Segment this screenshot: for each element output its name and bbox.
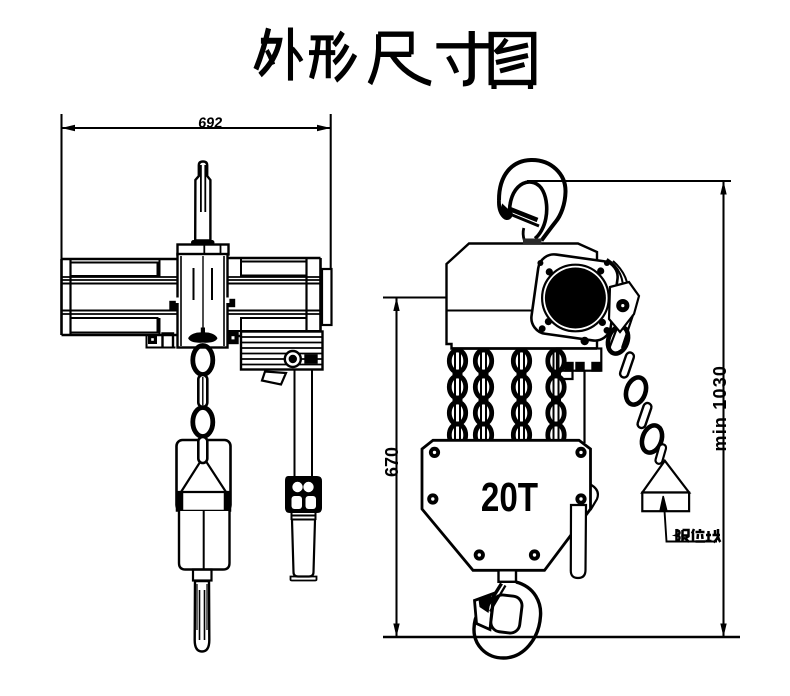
svg-text:670: 670 (382, 447, 402, 477)
svg-text:20T: 20T (481, 474, 538, 520)
svg-text:692: 692 (197, 116, 223, 132)
svg-text:min 1030: min 1030 (710, 365, 730, 452)
